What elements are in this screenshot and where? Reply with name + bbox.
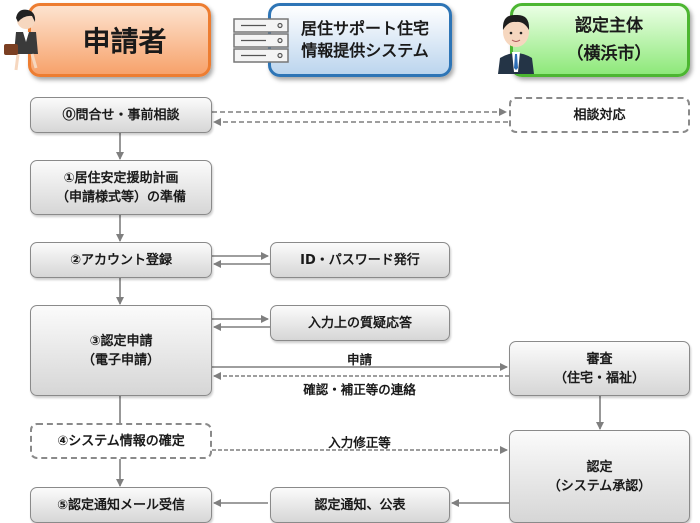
step-2-label: ②アカウント登録 (69, 252, 172, 268)
step-3-line2: （電子申請） (81, 352, 160, 368)
id-password-issue-label: ID・パスワード発行 (300, 252, 420, 268)
businesswoman-icon (4, 9, 38, 71)
header-applicant: 申請者 (28, 3, 211, 77)
label-apply: 申請 (346, 352, 372, 367)
step-1-line1: ①居住安定援助計画 (63, 170, 179, 186)
step-3-line1: ③認定申請 (89, 333, 153, 349)
step-0-inquiry: ⓪問合せ・事前相談 (30, 97, 212, 133)
review-line1: 審査 (586, 351, 613, 367)
review-line2: （住宅・福祉） (553, 370, 645, 386)
input-qa-label: 入力上の質疑応答 (307, 315, 412, 331)
step-0-label: ⓪問合せ・事前相談 (62, 107, 180, 123)
step-2-account: ②アカウント登録 (30, 242, 212, 278)
approval-line1: 認定 (586, 459, 613, 475)
step-5-label: ⑤認定通知メール受信 (56, 497, 185, 513)
review-housing-welfare: 審査 （住宅・福祉） (509, 341, 690, 396)
header-system: 居住サポート住宅 情報提供システム (268, 3, 452, 77)
label-confirm-correction: 確認・補正等の連絡 (303, 382, 416, 397)
header-authority-line2: （横浜市） (566, 44, 652, 64)
approval-notice-label: 認定通知、公表 (314, 497, 406, 513)
approval-system: 認定 （システム承認） (509, 430, 690, 523)
step-1-line2: （申請様式等）の準備 (55, 189, 186, 205)
label-input-fix: 入力修正等 (328, 435, 391, 450)
approval-notice-publish: 認定通知、公表 (270, 487, 450, 523)
input-qa: 入力上の質疑応答 (270, 305, 450, 341)
header-authority: 認定主体 （横浜市） (510, 3, 690, 77)
header-system-line1: 居住サポート住宅 (300, 19, 429, 38)
official-man-icon (498, 14, 534, 74)
header-system-line2: 情報提供システム (301, 41, 429, 60)
consultation-response: 相談対応 (509, 97, 690, 133)
step-1-plan: ①居住安定援助計画 （申請様式等）の準備 (30, 160, 212, 215)
server-icon (233, 18, 289, 63)
step-4-confirm-info: ④システム情報の確定 (30, 423, 212, 459)
id-password-issue: ID・パスワード発行 (270, 242, 450, 278)
step-5-notice-mail: ⑤認定通知メール受信 (30, 487, 212, 523)
consultation-response-label: 相談対応 (573, 107, 626, 123)
header-authority-line1: 認定主体 (575, 16, 643, 36)
approval-line2: （システム承認） (547, 478, 652, 494)
header-applicant-label: 申請者 (82, 25, 167, 58)
step-3-application: ③認定申請 （電子申請） (30, 305, 212, 396)
step-4-label: ④システム情報の確定 (57, 433, 185, 449)
